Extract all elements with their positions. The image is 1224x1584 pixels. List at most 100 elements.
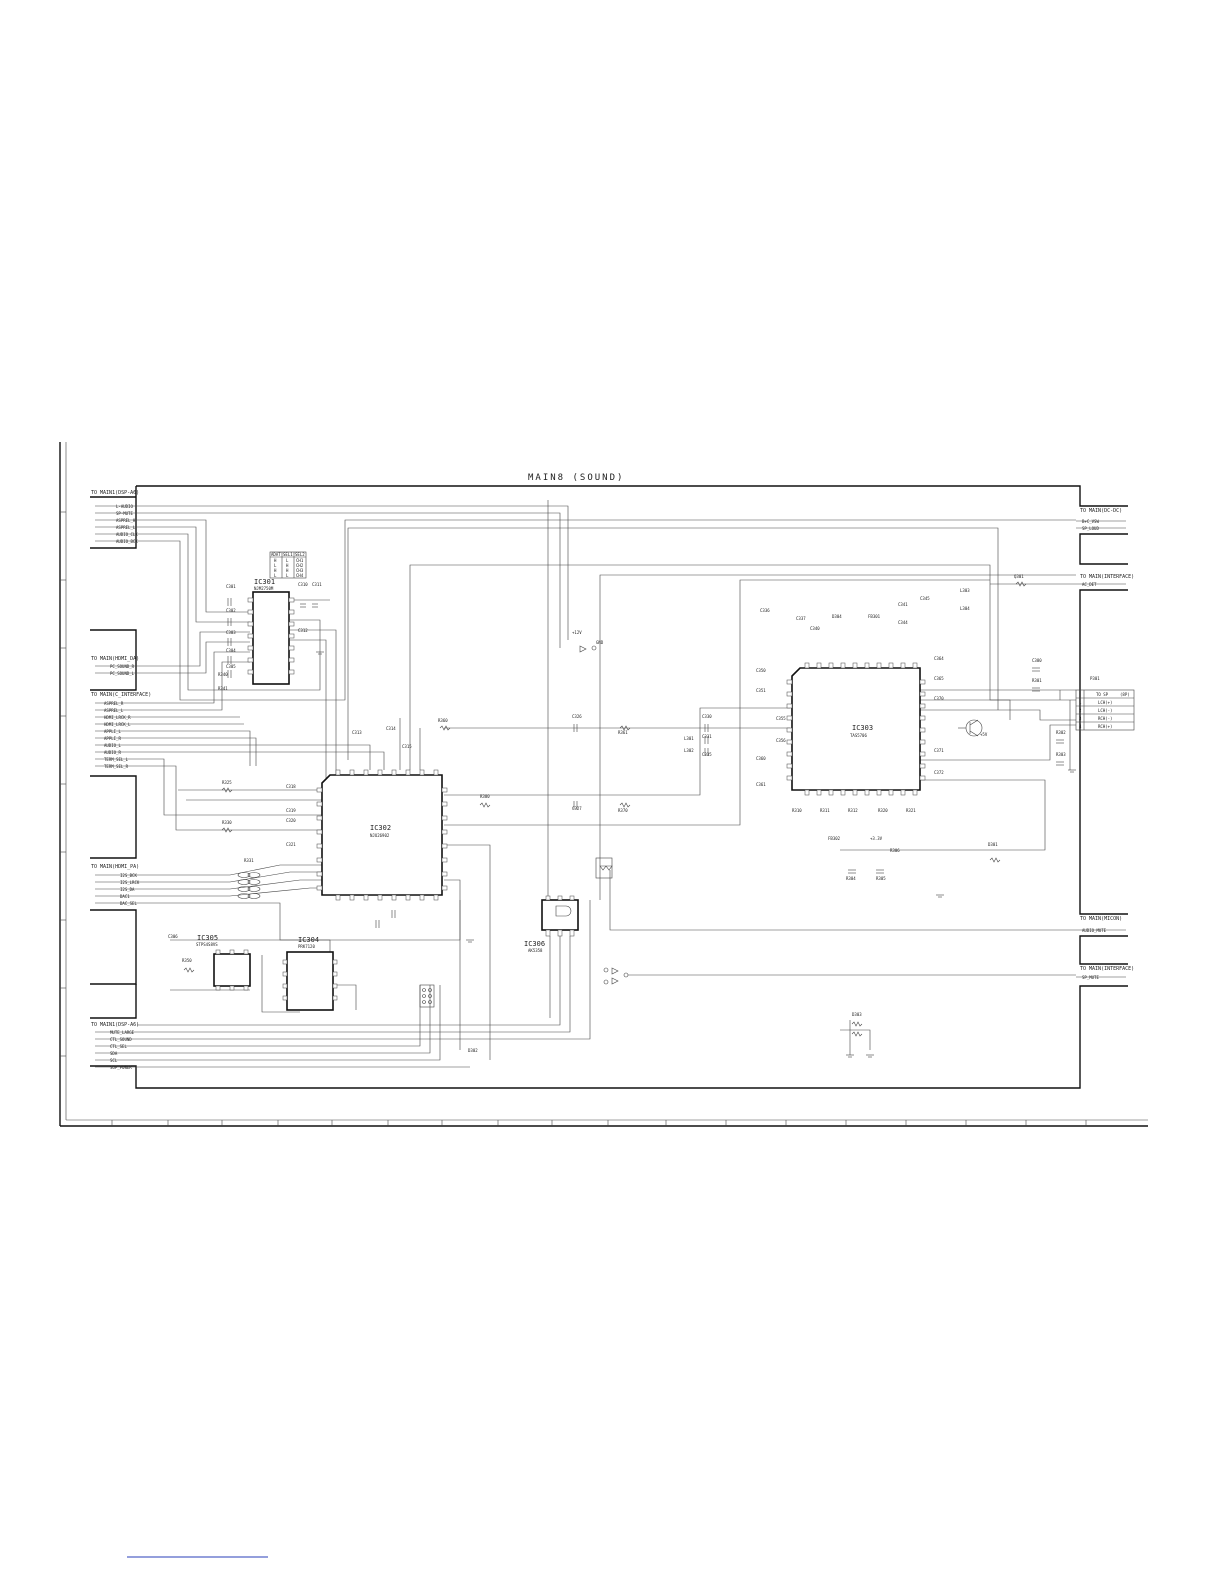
- capacitor-symbols: [227, 598, 1064, 928]
- svg-text:TO MAIN(C_INTERFACE): TO MAIN(C_INTERFACE): [91, 692, 151, 698]
- svg-text:TO MAIN(DC-DC): TO MAIN(DC-DC): [1080, 508, 1122, 514]
- svg-text:PC_SOUND_L: PC_SOUND_L: [110, 671, 135, 676]
- svg-text:+3.3V: +3.3V: [870, 836, 883, 841]
- svg-text:R380: R380: [480, 794, 490, 799]
- svg-text:C356: C356: [776, 738, 786, 743]
- svg-text:CH2: CH2: [296, 563, 304, 568]
- svg-text:H: H: [286, 563, 289, 568]
- svg-text:TO MAIN(INTERFACE): TO MAIN(INTERFACE): [1080, 574, 1134, 580]
- diode-group-d304: [603, 967, 629, 985]
- right-connector-4: TO MAIN(INTERFACE) SP_MUTE: [1076, 966, 1134, 980]
- svg-text:CTL_SEL: CTL_SEL: [110, 1044, 127, 1049]
- svg-text:HDMI_LRCK_R: HDMI_LRCK_R: [104, 715, 131, 720]
- part-labels: C301 C302 C303 C304 C305 C306 C310 C311 …: [168, 574, 1066, 1053]
- svg-text:C327: C327: [572, 806, 582, 811]
- svg-text:C355: C355: [776, 716, 786, 721]
- resistor-symbols: [183, 581, 1027, 1037]
- svg-text:RCH(-): RCH(-): [1098, 716, 1112, 721]
- svg-text:C310: C310: [298, 582, 308, 587]
- svg-text:TO SP: TO SP: [1096, 692, 1109, 697]
- svg-text:R310: R310: [792, 808, 802, 813]
- svg-text:L: L: [286, 558, 289, 563]
- svg-text:C301: C301: [226, 584, 236, 589]
- svg-text:C318: C318: [286, 784, 296, 789]
- svg-text:PRK7120: PRK7120: [298, 944, 315, 949]
- svg-text:C302: C302: [226, 608, 236, 613]
- diode-group-d303: [595, 857, 613, 879]
- svg-text:CTL_SOUND: CTL_SOUND: [110, 1037, 132, 1042]
- svg-text:C351: C351: [756, 688, 766, 693]
- svg-text:D304: D304: [832, 614, 842, 619]
- svg-text:C331: C331: [702, 734, 712, 739]
- svg-text:RCH(+): RCH(+): [1098, 724, 1112, 729]
- svg-text:C360: C360: [756, 756, 766, 761]
- svg-text:NJU26902: NJU26902: [370, 833, 390, 838]
- svg-text:C380: C380: [1032, 658, 1042, 663]
- svg-text:R330: R330: [222, 820, 232, 825]
- svg-text:I2S_DA: I2S_DA: [120, 887, 135, 892]
- svg-text:C371: C371: [934, 748, 944, 753]
- svg-text:C321: C321: [286, 842, 296, 847]
- svg-text:R350: R350: [182, 958, 192, 963]
- svg-text:NJM2750M: NJM2750M: [254, 586, 274, 591]
- svg-text:ASPREL_R: ASPREL_R: [104, 701, 124, 706]
- svg-text:R305: R305: [876, 876, 886, 881]
- left-connector-1: TO MAIN1(DSP-A6) L-AUDIO SP-MUTE ASPREL_…: [91, 490, 139, 544]
- svg-text:C344: C344: [898, 620, 908, 625]
- svg-text:R306: R306: [890, 848, 900, 853]
- left-connector-2: TO MAIN(HDMI_DA) PC_SOUND_R PC_SOUND_L: [91, 656, 139, 676]
- svg-text:C303: C303: [226, 630, 236, 635]
- svg-text:C305: C305: [226, 664, 236, 669]
- svg-text:SP_LOUD: SP_LOUD: [1082, 526, 1099, 531]
- right-connector-3: TO MAIN(MICON) AUDIO_MUTE: [1076, 916, 1126, 933]
- svg-text:L: L: [286, 573, 289, 578]
- svg-text:C335: C335: [702, 752, 712, 757]
- svg-text:R370: R370: [618, 808, 628, 813]
- svg-text:H: H: [274, 558, 277, 563]
- board-border: [90, 485, 1128, 1089]
- svg-text:C314: C314: [386, 726, 396, 731]
- svg-text:C336: C336: [760, 608, 770, 613]
- svg-text:C365: C365: [934, 676, 944, 681]
- svg-text:TO MAIN1(DSP-A6): TO MAIN1(DSP-A6): [91, 1022, 139, 1028]
- svg-text:HDMI_LRCK_L: HDMI_LRCK_L: [104, 722, 131, 727]
- svg-text:CH1: CH1: [296, 558, 304, 563]
- svg-text:D303: D303: [852, 1012, 862, 1017]
- svg-text:AUDIO_R: AUDIO_R: [104, 750, 121, 755]
- svg-text:TO MAIN(HDMI_PA): TO MAIN(HDMI_PA): [91, 864, 139, 870]
- speaker-connector-table: P301 TO SP (8P) 1 LCH(+) 2 LCH(-) 3 RCH(…: [1075, 676, 1135, 731]
- svg-text:SCL: SCL: [110, 1058, 118, 1063]
- svg-text:TO MAIN(MICON): TO MAIN(MICON): [1080, 916, 1122, 922]
- svg-text:C370: C370: [934, 696, 944, 701]
- svg-text:R312: R312: [848, 808, 858, 813]
- svg-text:C340: C340: [810, 626, 820, 631]
- svg-text:L302: L302: [684, 748, 694, 753]
- svg-text:C326: C326: [572, 714, 582, 719]
- svg-text:C312: C312: [298, 628, 308, 633]
- svg-text:C372: C372: [934, 770, 944, 775]
- truth-table: ADAT SEL1 SEL2 H L CH1 L H CH2 H H CH3 L…: [269, 551, 307, 579]
- svg-text:TO MAIN(HDMI_DA): TO MAIN(HDMI_DA): [91, 656, 139, 662]
- svg-text:FB302: FB302: [828, 836, 841, 841]
- svg-text:H: H: [286, 568, 289, 573]
- svg-text:C350: C350: [756, 668, 766, 673]
- svg-text:R311: R311: [820, 808, 830, 813]
- svg-text:ASPREL_L: ASPREL_L: [104, 708, 124, 713]
- svg-text:C364: C364: [934, 656, 944, 661]
- svg-text:2: 2: [1079, 708, 1082, 713]
- svg-text:C330: C330: [702, 714, 712, 719]
- svg-text:C337: C337: [796, 616, 806, 621]
- svg-text:TERM_SEL_L: TERM_SEL_L: [104, 757, 129, 762]
- left-connector-3: TO MAIN(C_INTERFACE) ASPREL_R ASPREL_L H…: [91, 692, 151, 769]
- svg-text:ADAT: ADAT: [271, 552, 281, 557]
- svg-text:+5V: +5V: [980, 732, 988, 737]
- svg-text:AUDIO_BCK: AUDIO_BCK: [116, 539, 138, 544]
- svg-text:IC303: IC303: [852, 724, 873, 732]
- svg-text:APPLI_R: APPLI_R: [104, 736, 121, 741]
- svg-text:AC_DET: AC_DET: [1082, 582, 1097, 587]
- svg-text:4: 4: [1079, 724, 1082, 729]
- svg-text:R361: R361: [618, 730, 628, 735]
- svg-text:SEL1: SEL1: [283, 552, 293, 557]
- right-connector-2: TO MAIN(INTERFACE) AC_DET: [1076, 574, 1134, 587]
- svg-text:SP-MUTE: SP-MUTE: [116, 511, 133, 516]
